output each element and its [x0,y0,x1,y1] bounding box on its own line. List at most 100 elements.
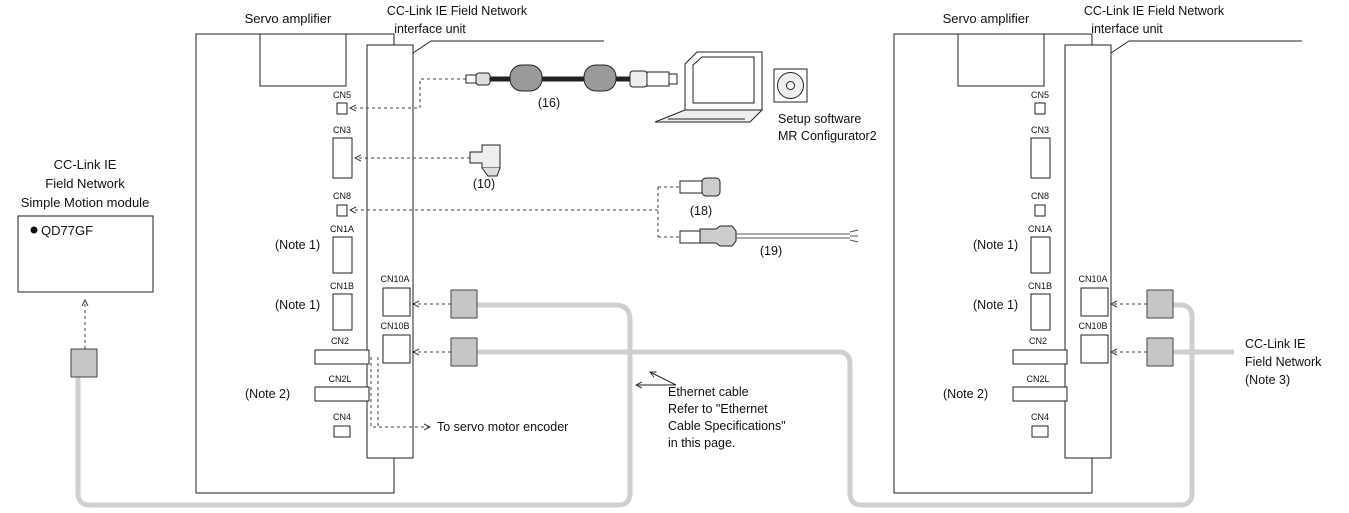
cn3-plug-tail [481,167,501,177]
amp1-cn3-port [332,137,353,179]
amp2-cn2l-label: CN2L [1026,374,1049,384]
short-circuit-plug-cap [701,177,721,197]
bullet-icon [30,226,38,234]
amp2-note-cn1b: (Note 1) [973,298,1018,312]
cn3-plug-shell [469,144,501,169]
module-title-line-3: Simple Motion module [21,195,150,210]
amp2-cn4-label: CN4 [1031,412,1049,422]
amp2-cn2-label: CN2 [1029,336,1047,346]
amp2-interface-title-line-2: interface unit [1091,22,1163,36]
amp2-top-module [957,33,1045,87]
cn8-cable-items: (18) (19) [350,177,859,258]
amp2-cn10b-plug [1146,337,1174,367]
usb-cable-and-pc: (16) Setup software MR Configurator2 [350,51,877,143]
amp1-interface-leader [412,40,604,54]
amp1-cn3-label: CN3 [333,125,351,135]
amp1-cn8-port [336,204,348,217]
amp1-interface-unit [366,44,414,459]
cn8-cable-wire [736,233,850,239]
amp2-cn1b-port [1030,293,1051,331]
amp1-cn10b-plug [450,337,478,367]
amp1-title: Servo amplifier [245,11,332,26]
amp2-cn10a-plug [1146,289,1174,319]
network-line-2: Field Network [1245,355,1322,369]
amp1-cn2l-port [314,386,370,402]
amp1-cn10b-label: CN10B [380,321,409,331]
amp1-top-module [259,33,347,87]
amp1-cn10a-label: CN10A [380,274,409,284]
amp1-cn8-label: CN8 [333,191,351,201]
usb-plug-body [475,72,491,86]
cn3-connector-item: (10) [355,144,501,191]
amp2-cn2l-port [1012,386,1068,402]
usb-a-plug-body [629,70,648,88]
amp2-interface-title-line-1: CC-Link IE Field Network [1084,4,1225,18]
amp1-interface-title-line-1: CC-Link IE Field Network [387,4,528,18]
short-circuit-plug-body [679,180,703,194]
amp1-cn1a-port [332,236,353,274]
amp1-cn10b-port [382,334,411,364]
amp2-note-cn2l: (Note 2) [943,387,988,401]
amp1-cn5-label: CN5 [333,90,351,100]
ethernet-cable-module-to-amp1 [75,302,633,508]
ethernet-line-4: in this page. [668,436,735,450]
amp1-cn4-label: CN4 [333,412,351,422]
amp2-interface-leader [1110,40,1302,54]
module-model: QD77GF [41,223,93,238]
amp2-cn5-label: CN5 [1031,90,1049,100]
network-callout: CC-Link IE Field Network (Note 3) [1245,337,1322,387]
amp2-body [893,33,1093,494]
module-title-line-2: Field Network [45,176,125,191]
amp1-cn5-port [336,102,348,115]
cn8-cable-shell [699,225,737,247]
encoder-label: To servo motor encoder [437,420,568,434]
usb-a-plug [646,71,670,87]
amp2-cn8-port [1034,204,1046,217]
amp1-cn2l-label: CN2L [328,374,351,384]
amp1-cn2-label: CN2 [331,336,349,346]
cn8-cable-frayed-end [849,229,859,243]
cn3-connector-label: (10) [473,177,495,191]
amp1-body [195,33,395,494]
ethernet-line-1: Ethernet cable [668,385,749,399]
usb-ferrite-core-1 [509,64,543,92]
servo-amplifier-2: Servo amplifier CC-Link IE Field Network… [893,4,1302,494]
short-circuit-plug-label: (18) [690,204,712,218]
module-title-line-1: CC-Link IE [54,157,117,172]
laptop-keyboard [654,109,764,123]
cn8-cable-label: (19) [760,244,782,258]
usb-ferrite-core-2 [583,64,617,92]
amp1-interface-title-line-2: interface unit [394,22,466,36]
cn8-cable-plug [679,230,701,244]
amp1-note-cn2l: (Note 2) [245,387,290,401]
amp2-cn10b-port [1080,334,1109,364]
amp1-cn4-port [333,425,351,438]
encoder-wiring: To servo motor encoder [370,357,568,434]
usb-link-arrow [350,78,466,108]
amp1-cn1b-port [332,293,353,331]
encoder-arrow [370,357,430,427]
module-box [17,215,154,293]
amp1-cn10a-port [382,287,411,317]
ethernet-cable-callout: Ethernet cable Refer to "Ethernet Cable … [636,372,786,450]
amp2-cn4-port [1031,425,1049,438]
amp2-cn10a-port [1080,287,1109,317]
network-line-1: CC-Link IE [1245,337,1305,351]
amp2-note-cn1a: (Note 1) [973,238,1018,252]
amp2-cn10a-label: CN10A [1078,274,1107,284]
amp1-cn1b-label: CN1B [330,281,354,291]
amp2-cn1a-label: CN1A [1028,224,1052,234]
amp2-cn10b-label: CN10B [1078,321,1107,331]
network-line-3: (Note 3) [1245,373,1290,387]
usb-mini-plug [465,74,477,84]
laptop-screen [684,51,763,111]
amp2-cn1b-label: CN1B [1028,281,1052,291]
amp2-interface-unit [1064,44,1112,459]
ethernet-line-2: Refer to "Ethernet [668,402,768,416]
amp1-note-cn1b: (Note 1) [275,298,320,312]
amp1-cn2-port [314,349,370,365]
servo-amplifier-1: Servo amplifier CC-Link IE Field Network… [195,4,604,494]
amp2-cn2-port [1012,349,1068,365]
amp2-cn5-port [1034,102,1046,115]
